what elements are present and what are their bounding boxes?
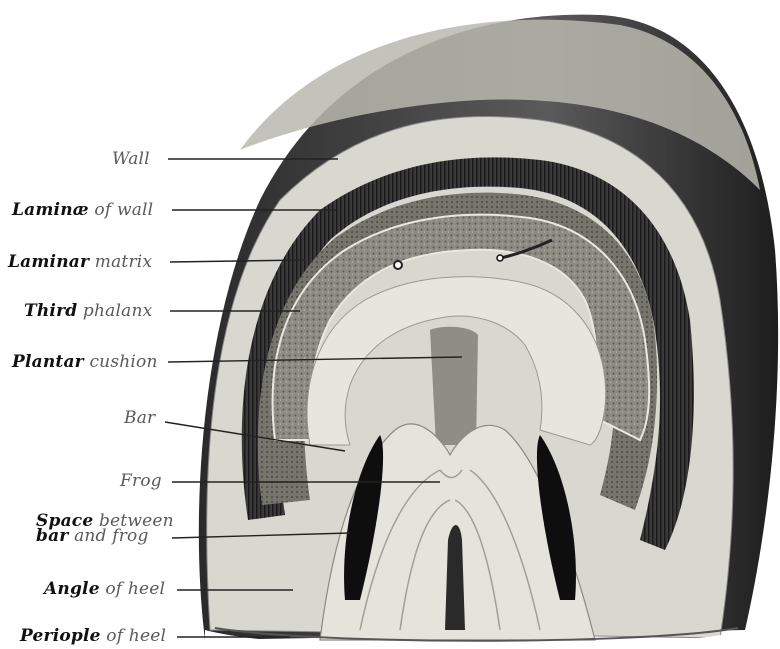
label-third-phalanx: Third phalanx <box>24 301 152 321</box>
frog-cleft <box>445 525 465 630</box>
label-laminae: Laminæ of wall <box>12 200 153 220</box>
cushion-stem <box>430 327 478 445</box>
label-frog: Frog <box>120 471 162 491</box>
label-space-between: Space between bar and frog <box>36 514 174 544</box>
label-plantar-cushion: Plantar cushion <box>12 352 158 372</box>
label-laminar-matrix: Laminar matrix <box>8 252 152 272</box>
label-bar: Bar <box>124 408 155 428</box>
label-wall: Wall <box>112 149 150 169</box>
label-periople-of-heel: Periople of heel <box>20 626 166 646</box>
label-angle-of-heel: Angle of heel <box>44 579 165 599</box>
foramen-dot <box>394 261 402 269</box>
